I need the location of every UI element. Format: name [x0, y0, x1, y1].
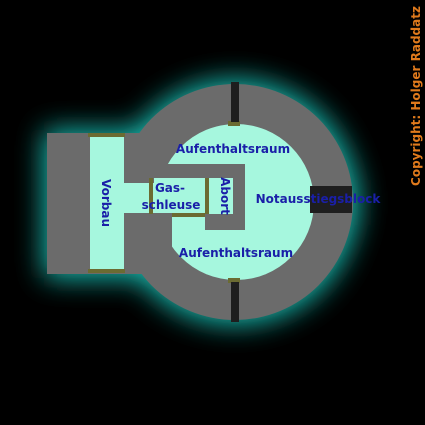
abort-room [210, 178, 233, 214]
door-top [228, 121, 240, 126]
label-aufenthaltsraum-top: Aufenthaltsraum [176, 142, 290, 156]
label-aufenthaltsraum-bottom: Aufenthaltsraum [179, 246, 293, 260]
label-vorbau: Vorbau [99, 179, 113, 227]
door-gasschleuse-left [149, 178, 153, 214]
slit-top [231, 82, 239, 122]
internal-walls [124, 164, 245, 270]
vorbau-room [90, 137, 124, 270]
slit-bottom [231, 282, 239, 322]
doors [88, 121, 240, 283]
dark-elements [231, 82, 352, 322]
label-gasschleuse-line2: schleuse [142, 198, 201, 212]
label-gasschleuse-line1: Gas- [155, 181, 185, 195]
door-gasschleuse-bottom [172, 213, 205, 217]
label-abort: Abort [218, 177, 232, 215]
label-notausstiegsblock: Notausstiegsblock [256, 192, 382, 206]
notausstieg-shaft [310, 186, 352, 213]
copyright-text: Copyright: Holger Raddatz [409, 6, 423, 186]
gasschleuse-room [152, 178, 208, 214]
door-bottom [228, 278, 240, 283]
door-vorbau-bottom [88, 269, 125, 273]
door-gasschleuse-right [205, 178, 209, 214]
door-vorbau-top [88, 133, 125, 137]
